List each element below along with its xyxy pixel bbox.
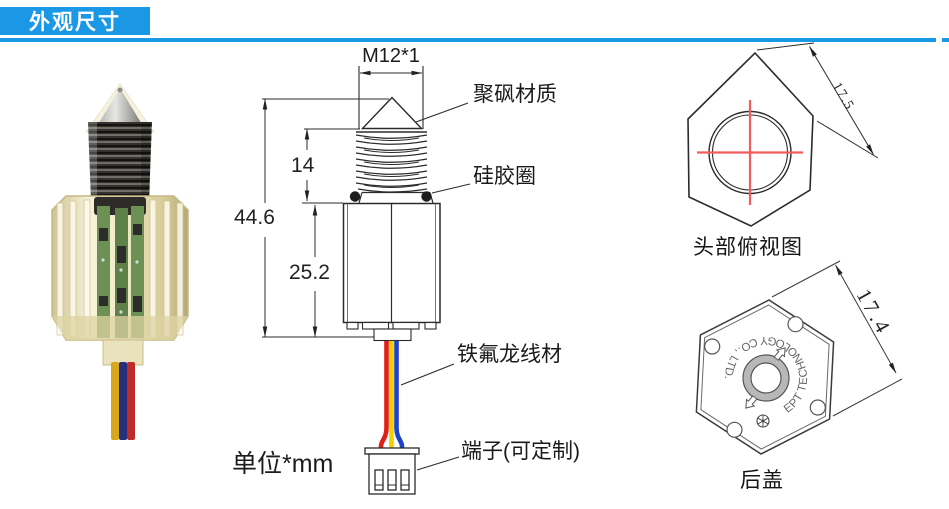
pcb-through-shell <box>97 206 144 338</box>
front-drawing <box>262 66 471 495</box>
center-ring-gray <box>743 355 789 401</box>
header-rule <box>0 38 936 42</box>
unit-note: 单位*mm <box>232 450 334 478</box>
header-rule-end <box>942 38 949 42</box>
terminal-connector <box>364 447 420 495</box>
flower-mark <box>756 414 770 428</box>
back-cover-caption: 后盖 <box>740 469 784 492</box>
drawing-wires <box>378 341 405 452</box>
section-title: 外观尺寸 <box>29 11 121 34</box>
terminal-label: 端子(可定制) <box>461 440 580 463</box>
dim-overall-label: 44.6 <box>234 206 275 229</box>
back-cover-view: EPT TECHNOLOGY CO., LTD. 17.4 <box>695 260 903 455</box>
dim-cover-value: 17.4 <box>852 285 897 339</box>
photo-wires <box>111 362 135 440</box>
head-view-caption: 头部俯视图 <box>693 236 803 259</box>
crosshair <box>697 100 803 205</box>
cover-holes <box>704 316 826 438</box>
material-label: 聚砜材质 <box>473 83 557 106</box>
oring-label: 硅胶圈 <box>473 165 536 188</box>
leader-lines <box>400 102 471 471</box>
oring-right <box>421 191 432 202</box>
dim-head-value: 17.5 <box>830 79 858 112</box>
ring-clips <box>745 347 786 409</box>
body-tabs <box>346 321 437 342</box>
thread-spec-label: M12*1 <box>362 45 420 67</box>
dim-head-across <box>756 42 879 159</box>
head-top-view: 17.5 <box>687 42 879 227</box>
dim-body-label: 25.2 <box>289 261 330 284</box>
ring-text: EPT TECHNOLOGY CO., LTD. <box>722 334 810 416</box>
wire-label: 铁氟龙线材 <box>457 343 562 366</box>
dim-thread <box>304 128 360 202</box>
dim-thread-label: 14 <box>291 154 315 177</box>
oring-left <box>349 191 361 202</box>
thread-coils <box>355 134 428 193</box>
dim-cover-across <box>771 260 903 417</box>
dim-body <box>262 202 374 338</box>
section-title-banner: 外观尺寸 <box>0 7 150 35</box>
product-photo <box>50 83 190 440</box>
